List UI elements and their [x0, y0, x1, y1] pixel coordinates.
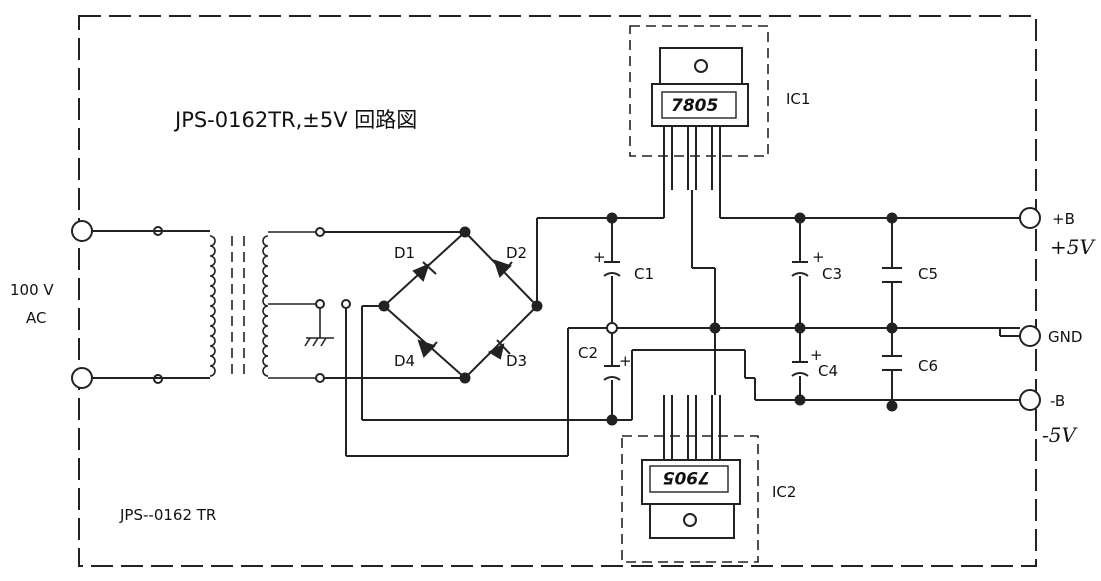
ic2-part-label: 7905	[663, 467, 710, 487]
ic1-part-label: 7805	[671, 96, 718, 116]
ac-label: AC	[26, 309, 46, 327]
ic1-outline	[629, 25, 769, 157]
capacitor-c4-plus: +	[810, 346, 823, 364]
ic1-label-box	[661, 91, 737, 119]
ic2-outline	[621, 435, 759, 563]
ac-input-terminals	[71, 220, 163, 389]
footer-model-label: JPS-‐0162 TR	[119, 506, 216, 524]
diode-d4-icon	[417, 339, 438, 358]
capacitor-c2-plus: +	[619, 352, 632, 370]
output-terminals	[1019, 207, 1041, 411]
secondary-coil	[262, 235, 269, 377]
capacitor-c5-label: C5	[918, 265, 938, 283]
diode-d1-label: D1	[394, 244, 415, 262]
plus-b-label: +B	[1052, 210, 1075, 228]
rail-wires	[611, 190, 1020, 420]
capacitor-c3-label: C3	[822, 265, 842, 283]
transformer-taps	[315, 227, 351, 383]
diode-d2-icon	[493, 259, 513, 278]
capacitor-c2-icon	[603, 365, 621, 381]
capacitor-c6-icon	[882, 355, 902, 371]
capacitor-c4-label: C4	[818, 362, 838, 380]
bridge-nodes	[378, 226, 543, 384]
ic2-label-box	[649, 465, 729, 493]
minus-5v-label: -5V	[1042, 423, 1078, 447]
bridge-wires	[324, 217, 1020, 457]
diode-d2-label: D2	[506, 244, 527, 262]
capacitor-c1-icon	[603, 261, 621, 277]
ic2-ref-label: IC2	[772, 483, 796, 501]
primary-coil	[209, 235, 216, 377]
junction-dots	[606, 212, 898, 426]
enclosure-border	[78, 15, 1037, 567]
output-stubs	[999, 328, 1020, 337]
diode-d3-label: D3	[506, 352, 527, 370]
plus-5v-label: +5V	[1050, 235, 1096, 259]
diode-d3-icon	[487, 339, 511, 360]
capacitor-c3-plus: +	[812, 248, 825, 266]
transformer	[209, 231, 320, 380]
diode-d4-label: D4	[394, 352, 415, 370]
capacitor-c4-icon	[791, 361, 809, 377]
capacitor-c2-label: C2	[578, 344, 598, 362]
input-wires	[92, 230, 210, 379]
diode-d1-icon	[412, 261, 437, 282]
diagram-title: JPS-0162TR,±5V 回路図	[173, 108, 417, 132]
capacitor-c5-icon	[882, 267, 902, 283]
ac-voltage-label: 100 V	[10, 281, 54, 299]
minus-b-label: -B	[1050, 392, 1065, 410]
chassis-ground-icon	[304, 308, 334, 347]
ic1-ref-label: IC1	[786, 90, 810, 108]
gnd-label: GND	[1048, 328, 1082, 346]
capacitor-c1-plus: +	[593, 248, 606, 266]
capacitor-c1-label: C1	[634, 265, 654, 283]
ic1-package-icon	[651, 47, 749, 190]
capacitor-c6-label: C6	[918, 357, 938, 375]
capacitor-c3-icon	[791, 261, 809, 277]
